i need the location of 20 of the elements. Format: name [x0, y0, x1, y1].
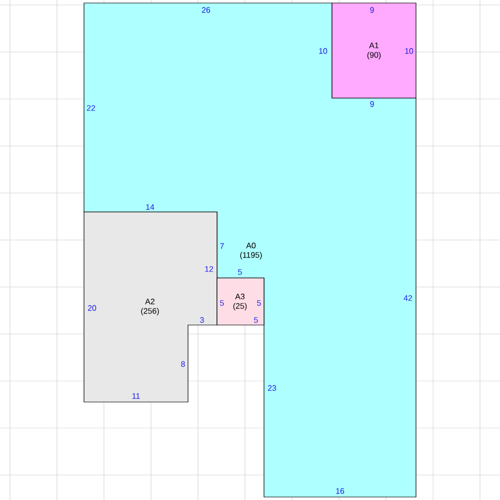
- side-length: 8: [181, 361, 185, 367]
- side-length: 5: [220, 300, 224, 306]
- side-length: 5: [257, 300, 261, 306]
- side-length: 3: [200, 317, 204, 323]
- side-length: 26: [202, 7, 210, 13]
- side-length: 5: [254, 317, 258, 323]
- side-length: 10: [319, 48, 328, 54]
- side-length: 20: [88, 305, 96, 311]
- side-length: 16: [336, 488, 344, 494]
- side-length: 10: [405, 48, 414, 54]
- side-length: 5: [238, 269, 242, 275]
- side-length: 22: [86, 105, 96, 111]
- side-length: 7: [220, 243, 224, 249]
- side-length: 9: [370, 7, 374, 13]
- side-length: 11: [132, 393, 140, 399]
- side-length: 23: [268, 385, 276, 391]
- side-length: 42: [404, 295, 412, 301]
- side-length: 14: [146, 204, 154, 210]
- side-length: 12: [205, 266, 214, 272]
- side-length: 9: [370, 101, 374, 107]
